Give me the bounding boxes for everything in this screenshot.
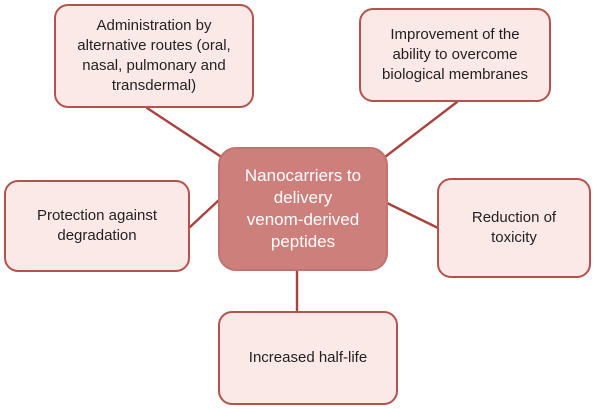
- edge-center-to-left: [188, 198, 221, 229]
- benefit-biological-membranes[interactable]: Improvement of the ability to overcome b…: [359, 8, 551, 102]
- benefit-reduction-toxicity[interactable]: Reduction of toxicity: [437, 178, 591, 278]
- edge-center-to-right: [385, 201, 440, 230]
- benefit-administration-routes[interactable]: Administration by alternative routes (or…: [54, 4, 254, 108]
- benefit-increased-half-life[interactable]: Increased half-life: [218, 311, 398, 405]
- edge-center-to-top-left: [145, 106, 228, 162]
- edge-center-to-top-right: [379, 100, 459, 162]
- benefit-biological-membranes-label: Improvement of the ability to overcome b…: [382, 25, 528, 84]
- nanocarriers-center-node-label: Nanocarriers to delivery venom-derived p…: [244, 165, 362, 252]
- nanocarriers-center-node[interactable]: Nanocarriers to delivery venom-derived p…: [218, 147, 388, 271]
- benefit-increased-half-life-label: Increased half-life: [248, 348, 368, 366]
- benefit-protection-degradation[interactable]: Protection against degradation: [4, 180, 190, 272]
- benefit-administration-routes-label: Administration by alternative routes (or…: [77, 16, 231, 95]
- benefit-reduction-toxicity-label: Reduction of toxicity: [471, 208, 557, 246]
- benefit-protection-degradation-label: Protection against degradation: [36, 206, 158, 244]
